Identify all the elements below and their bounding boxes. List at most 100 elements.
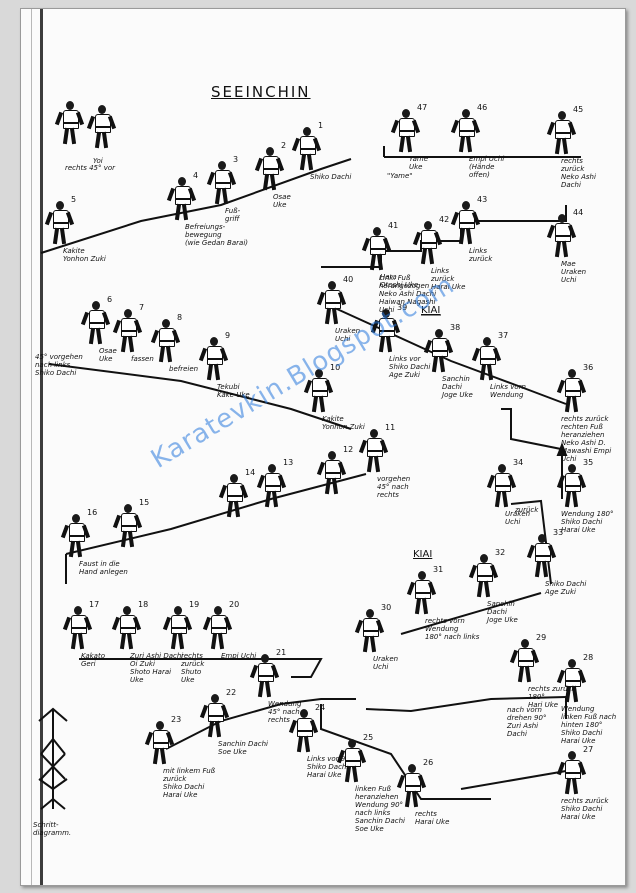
step-number: 7	[139, 303, 145, 312]
step-number: 4	[193, 171, 199, 180]
kata-figure-step-42	[412, 221, 443, 265]
kata-figure-step-13	[256, 464, 287, 508]
path-line-lower	[165, 698, 356, 750]
kata-figure-step-5	[44, 201, 75, 245]
page-fold-line	[31, 9, 32, 885]
kata-figure-step-18	[111, 606, 142, 650]
kata-figure-step-26	[396, 764, 427, 808]
kata-figure-step-40	[316, 281, 347, 325]
step-label: Wendung linken Fuß nach hinten 180° Shik…	[561, 705, 617, 745]
step-number: 13	[283, 458, 294, 467]
step-number: 35	[583, 458, 594, 467]
step-label: Befreiungs- bewegung (wie Gedan Barai)	[185, 223, 248, 247]
kata-figure-step-30	[354, 609, 385, 653]
step-number: 6	[107, 295, 113, 304]
page-title: SEEINCHIN	[211, 83, 311, 101]
step-number: 12	[343, 445, 354, 454]
step-number: 39	[397, 303, 408, 312]
step-label: mit linkem Fuß zurück Shiko Dachi Harai …	[163, 767, 216, 799]
step-number: 1	[318, 121, 324, 130]
kata-figure-step-19	[162, 606, 193, 650]
path-line-row3	[65, 473, 367, 555]
step-label: Wendung 45° nach rechts	[268, 700, 302, 724]
step-number: 41	[388, 221, 399, 230]
step-number: 21	[276, 648, 287, 657]
step-label: Sanchin Dachi Joge Uke	[487, 600, 518, 624]
step-number: 38	[450, 323, 461, 332]
step-label: rechts zurück Shuto Uke	[181, 652, 205, 684]
kata-figure-step-24	[288, 709, 319, 753]
step-label: Shiko Dachi Age Zuki	[545, 580, 587, 596]
label-yoi: Yoi	[93, 157, 103, 165]
kata-figure-step-36	[556, 369, 587, 413]
step-label: Uraken Uchi	[505, 510, 531, 526]
step-number: 16	[87, 508, 98, 517]
step-label: Shiko Dachi	[310, 173, 352, 181]
step-number: 43	[477, 195, 488, 204]
label-link-fuss: Link. Fuß herangezogen Neko Ashi Dachi H…	[379, 274, 437, 314]
kata-figure-step-47	[390, 109, 421, 153]
kata-figure-step-34	[486, 464, 517, 508]
kiai-label-lower: KIAI	[413, 549, 433, 560]
step-label: rechts zurück Shiko Dachi Harai Uke	[561, 797, 609, 821]
step-label: Kakite Yonhon Zuki	[63, 247, 106, 263]
step-number: 19	[189, 600, 200, 609]
step-label: Mae Uraken Uchi	[561, 260, 587, 284]
step-number: 40	[343, 275, 354, 284]
kata-figure-step-4	[166, 177, 197, 221]
kata-figure-step-25	[336, 739, 367, 783]
step-label: linken Fuß heranziehen Wendung 90° nach …	[355, 785, 405, 833]
step-label: Faust in die Hand anlegen	[79, 560, 128, 576]
step-number: 17	[89, 600, 100, 609]
step-number: 36	[583, 363, 594, 372]
kata-figure-step-23	[144, 721, 175, 765]
kata-figure-step-43	[450, 201, 481, 245]
kata-figure-yoi-1	[54, 101, 85, 145]
step-number: 47	[417, 103, 428, 112]
step-number: 31	[433, 565, 444, 574]
path-line-row4	[79, 658, 323, 678]
step-number: 15	[139, 498, 150, 507]
step-number: 9	[225, 331, 231, 340]
step-number: 18	[138, 600, 149, 609]
step-label: rechts zurück rechten Fuß heranziehen Ne…	[561, 415, 612, 463]
document-page: SEEINCHIN	[20, 8, 626, 886]
step-label: Hara Otoshi Uke	[380, 273, 419, 289]
step-number: 37	[498, 331, 509, 340]
kata-figure-step-33	[526, 534, 557, 578]
step-number: 32	[495, 548, 506, 557]
kata-figure-step-16	[60, 514, 91, 558]
step-number: 26	[423, 758, 434, 767]
kata-figure-step-32	[468, 554, 499, 598]
kata-figure-step-9	[198, 337, 229, 381]
kata-figure-step-7	[112, 309, 143, 353]
step-label: Uraken Uchi	[373, 655, 399, 671]
step-number: 22	[226, 688, 237, 697]
step-label: vorgehen 45° nach rechts	[377, 475, 411, 499]
label-schritt: Schritt- diagramm.	[33, 821, 72, 837]
step-label: befreien	[169, 365, 199, 373]
step-number: 46	[477, 103, 488, 112]
step-number: 2	[281, 141, 287, 150]
step-label: rechts Harai Uke	[415, 810, 450, 826]
step-number: 11	[385, 423, 396, 432]
kata-figure-step-22	[199, 694, 230, 738]
step-label: Sanchin Dachi Joge Uke	[442, 375, 473, 399]
kata-figure-step-29	[509, 639, 540, 683]
kata-figure-step-17	[62, 606, 93, 650]
kata-figure-step-3	[206, 161, 237, 205]
step-number: 10	[330, 363, 341, 372]
step-label: Fuß- griff	[225, 207, 241, 223]
kata-figure-step-46	[450, 109, 481, 153]
step-number: 24	[315, 703, 326, 712]
step-label: Kakato Geri	[81, 652, 106, 668]
step-label: rechts vorn Wendung 180° nach links	[425, 617, 480, 641]
step-number: 45	[573, 105, 584, 114]
step-label: Links vorn Wendung	[490, 383, 526, 399]
step-label: Sanchin Dachi Soe Uke	[218, 740, 268, 756]
step-number: 34	[513, 458, 524, 467]
step-number: 44	[573, 208, 584, 217]
schritt-diagram-glyph	[38, 707, 68, 810]
label-yoi-note: rechts 45° vor	[65, 164, 116, 172]
step-number: 25	[363, 733, 374, 742]
